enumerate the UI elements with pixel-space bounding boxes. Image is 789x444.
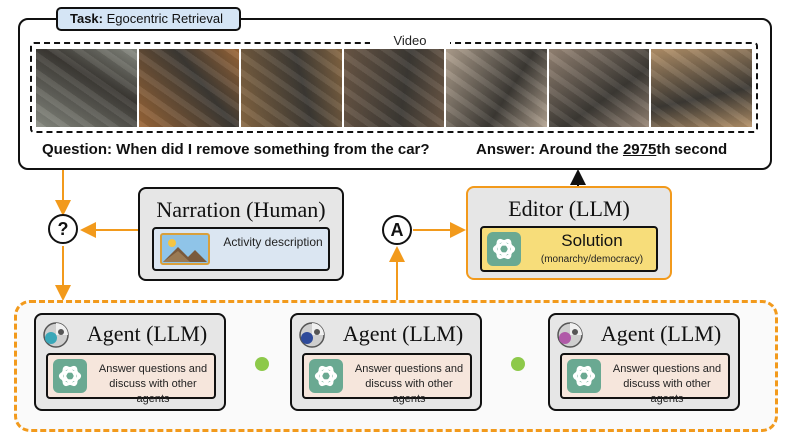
question-text: Question: When did I remove something fr… xyxy=(42,141,430,158)
editor-title: Editor (LLM) xyxy=(508,196,630,221)
narration-box: Narration (Human) Activity description xyxy=(138,187,344,281)
video-frame xyxy=(446,49,547,127)
narration-description: Activity description xyxy=(223,235,323,249)
solution-box: Solution (monarchy/democracy) xyxy=(480,226,658,272)
answer-prefix: Answer: Around the xyxy=(476,141,623,158)
chatgpt-icon xyxy=(487,232,521,266)
agent-description: Answer questions and discuss with other … xyxy=(612,363,722,405)
chatgpt-icon xyxy=(567,359,601,393)
agent-title: Agent (LLM) xyxy=(600,321,722,346)
task-panel xyxy=(18,18,772,170)
agent-avatar-icon xyxy=(43,322,69,348)
agent-task-box: Answer questions and discuss with other … xyxy=(560,353,730,405)
chatgpt-icon xyxy=(53,359,87,393)
agent-avatar-icon xyxy=(299,322,325,348)
agent-title: Agent (LLM) xyxy=(86,321,208,346)
video-frame xyxy=(241,49,342,127)
agent-description: Answer questions and discuss with other … xyxy=(354,363,464,405)
agent-box-3: Agent (LLM) Answer questions and discuss… xyxy=(548,313,740,411)
answer-marker: A xyxy=(382,215,412,245)
video-frame xyxy=(651,49,753,127)
picture-icon xyxy=(160,233,210,265)
video-frames xyxy=(36,49,753,127)
agent-description: Answer questions and discuss with other … xyxy=(98,363,208,405)
editor-box: Editor (LLM) Solution (monarchy/democrac… xyxy=(466,186,672,280)
agent-task-box: Answer questions and discuss with other … xyxy=(302,353,472,405)
answer-suffix: th second xyxy=(656,141,728,158)
video-frame xyxy=(36,49,137,127)
video-label: Video xyxy=(370,33,450,48)
agent-avatar-icon xyxy=(557,322,583,348)
agent-title: Agent (LLM) xyxy=(342,321,464,346)
agent-box-2: Agent (LLM) Answer questions and discuss… xyxy=(290,313,482,411)
agent-box-1: Agent (LLM) Answer questions and discuss… xyxy=(34,313,226,411)
task-label: Task: xyxy=(70,11,103,26)
video-frame xyxy=(138,49,240,127)
solution-title: Solution xyxy=(561,231,623,250)
narration-inner: Activity description xyxy=(152,227,330,271)
answer-text: Answer: Around the 2975th second xyxy=(476,141,727,158)
agent-task-box: Answer questions and discuss with other … xyxy=(46,353,216,405)
task-tab: Task: Egocentric Retrieval xyxy=(56,7,241,31)
link-dot-1 xyxy=(255,357,269,371)
question-marker: ? xyxy=(48,214,78,244)
solution-subtitle: (monarchy/democracy) xyxy=(540,254,644,265)
narration-title: Narration (Human) xyxy=(156,197,326,222)
chatgpt-icon xyxy=(309,359,343,393)
task-name: Egocentric Retrieval xyxy=(106,11,223,26)
link-dot-2 xyxy=(511,357,525,371)
answer-number: 2975 xyxy=(622,141,657,158)
video-frame xyxy=(343,49,445,127)
video-frame xyxy=(548,49,650,127)
